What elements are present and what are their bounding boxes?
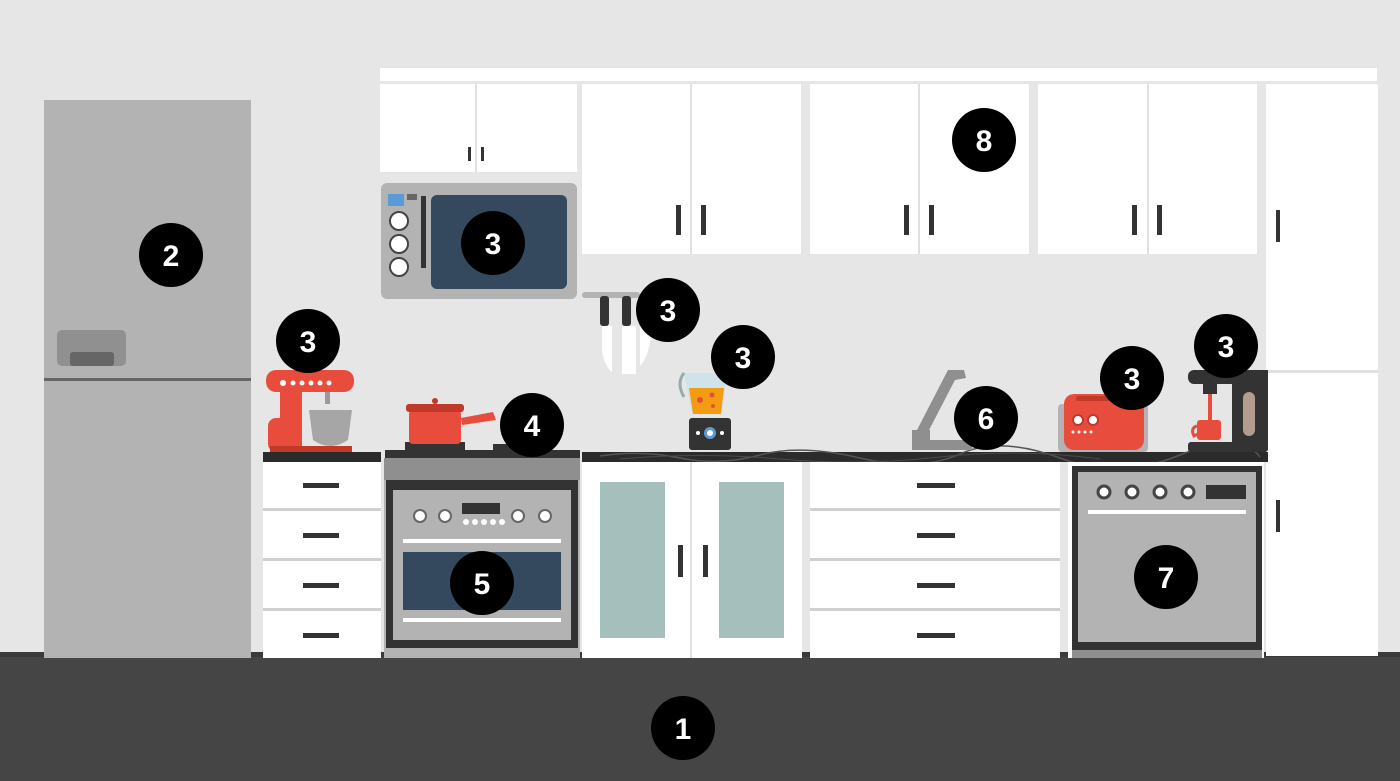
- badge-cabinets-label: 8: [976, 125, 993, 158]
- badge-stand-mixer: 3: [276, 309, 340, 373]
- base-drawers-middle: [810, 462, 1060, 658]
- glass-door-cabinet: [582, 462, 802, 658]
- refrigerator: [44, 100, 251, 658]
- badge-floor: 1: [651, 696, 715, 760]
- countertop-left: [263, 452, 381, 462]
- badge-refrigerator-label: 2: [163, 240, 180, 273]
- base-drawers-left: [263, 462, 381, 658]
- badge-stand-mixer-label: 3: [300, 326, 317, 359]
- badge-toaster: 3: [1100, 346, 1164, 410]
- badge-dishwasher: 7: [1134, 545, 1198, 609]
- badge-knives-label: 3: [660, 295, 677, 328]
- badge-oven-label: 5: [474, 568, 491, 601]
- badge-oven: 5: [450, 551, 514, 615]
- badge-toaster-label: 3: [1124, 363, 1141, 396]
- badge-sink: 6: [954, 386, 1018, 450]
- badge-cooktop: 4: [500, 393, 564, 457]
- badge-sink-label: 6: [978, 403, 995, 436]
- badge-microwave: 3: [461, 211, 525, 275]
- badge-dishwasher-label: 7: [1158, 562, 1175, 595]
- badge-blender-label: 3: [735, 342, 752, 375]
- badge-coffee-maker-label: 3: [1218, 331, 1235, 364]
- badge-blender: 3: [711, 325, 775, 389]
- badge-floor-label: 1: [675, 713, 692, 746]
- badge-knives: 3: [636, 278, 700, 342]
- badge-coffee-maker: 3: [1194, 314, 1258, 378]
- badge-cooktop-label: 4: [524, 410, 541, 443]
- badge-refrigerator: 2: [139, 223, 203, 287]
- cabinet-door: [380, 84, 577, 172]
- badge-microwave-label: 3: [485, 228, 502, 261]
- pantry-cabinet: [1266, 84, 1378, 656]
- badge-cabinets: 8: [952, 108, 1016, 172]
- cabinet-crown: [380, 68, 1377, 81]
